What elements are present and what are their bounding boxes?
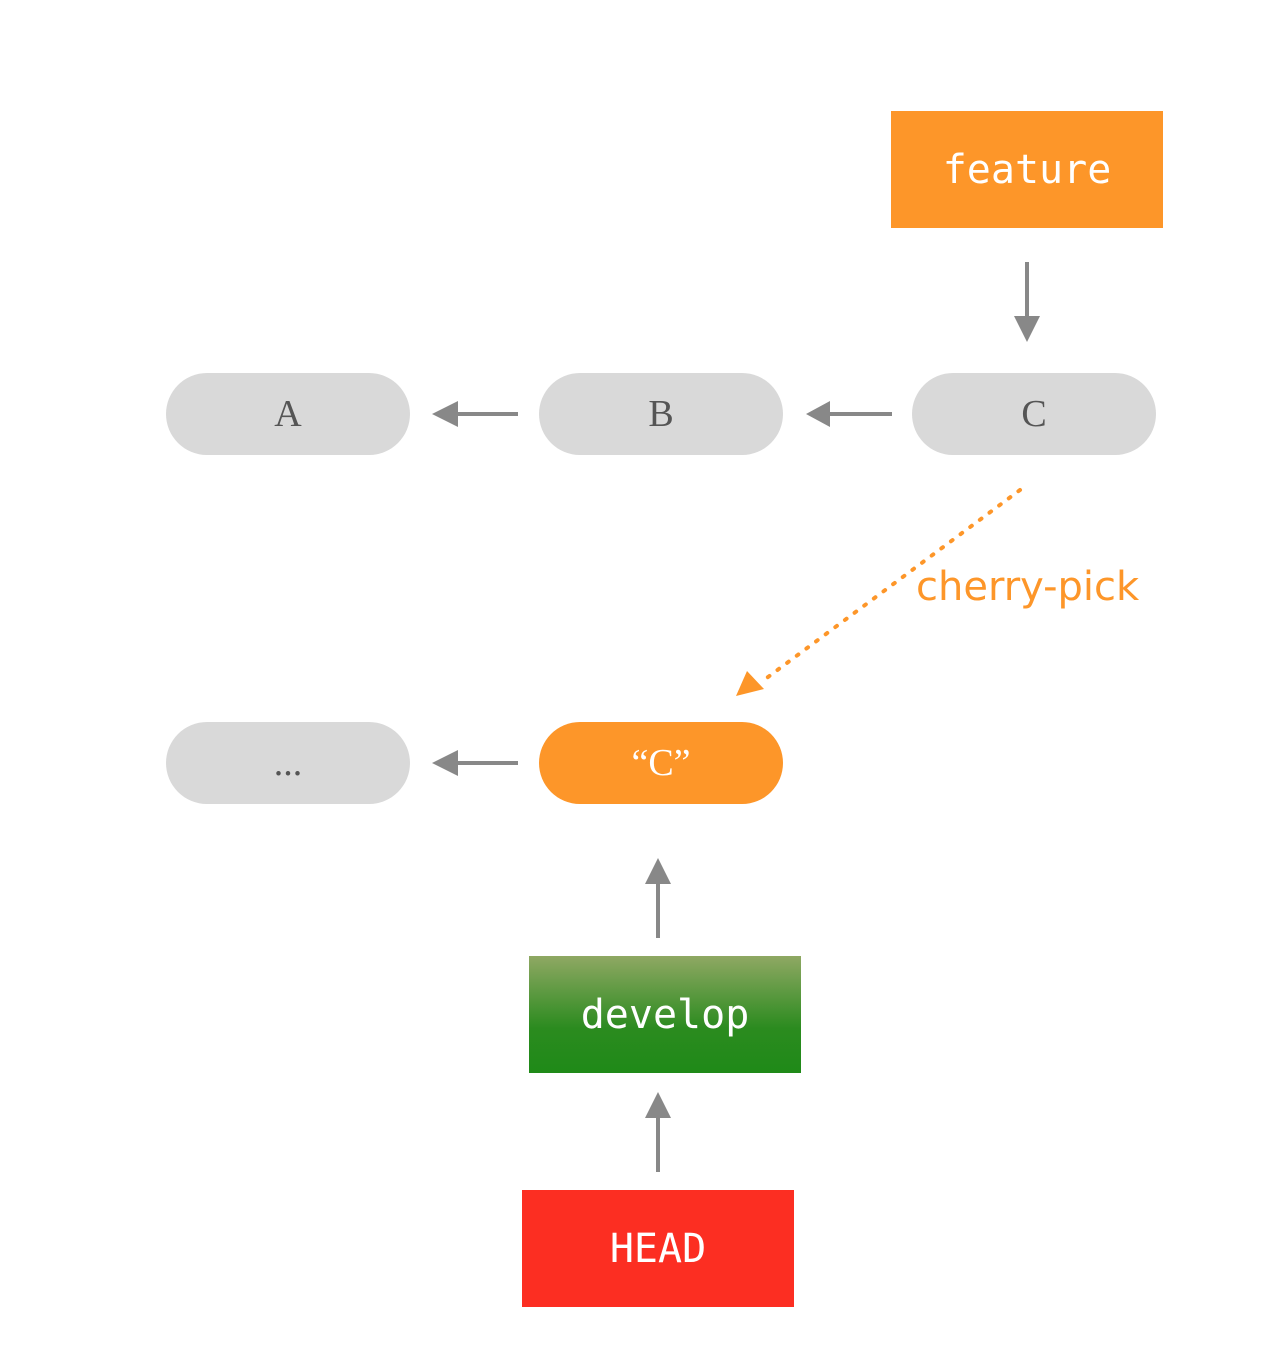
head-pointer-label: HEAD	[609, 1225, 707, 1272]
feature-branch-label: feature	[942, 146, 1112, 193]
commit-a: A	[166, 373, 410, 455]
commit-a-label: A	[274, 393, 302, 435]
commit-ellipsis: ...	[166, 722, 410, 804]
head-pointer: HEAD	[522, 1190, 794, 1307]
head-to-develop-arrow	[645, 1092, 671, 1172]
c-to-b-arrow	[806, 401, 892, 427]
b-to-a-arrow	[432, 401, 518, 427]
develop-branch: develop	[529, 956, 801, 1073]
picked-to-ellipsis-arrow	[432, 750, 518, 776]
commit-ellipsis-label: ...	[273, 742, 303, 784]
commit-c: C	[912, 373, 1156, 455]
commit-picked-c-label: “C”	[631, 742, 691, 784]
commit-c-label: C	[1021, 393, 1047, 435]
feature-branch: feature	[891, 111, 1163, 228]
develop-to-picked-arrow	[645, 858, 671, 938]
feature-to-c-arrow	[1014, 262, 1040, 342]
commit-picked-c: “C”	[539, 722, 783, 804]
commit-b: B	[539, 373, 783, 455]
cherry-pick-arrow	[736, 488, 1022, 696]
cherry-pick-label: cherry-pick	[916, 564, 1140, 610]
develop-branch-label: develop	[580, 991, 750, 1038]
commit-b-label: B	[648, 393, 674, 435]
